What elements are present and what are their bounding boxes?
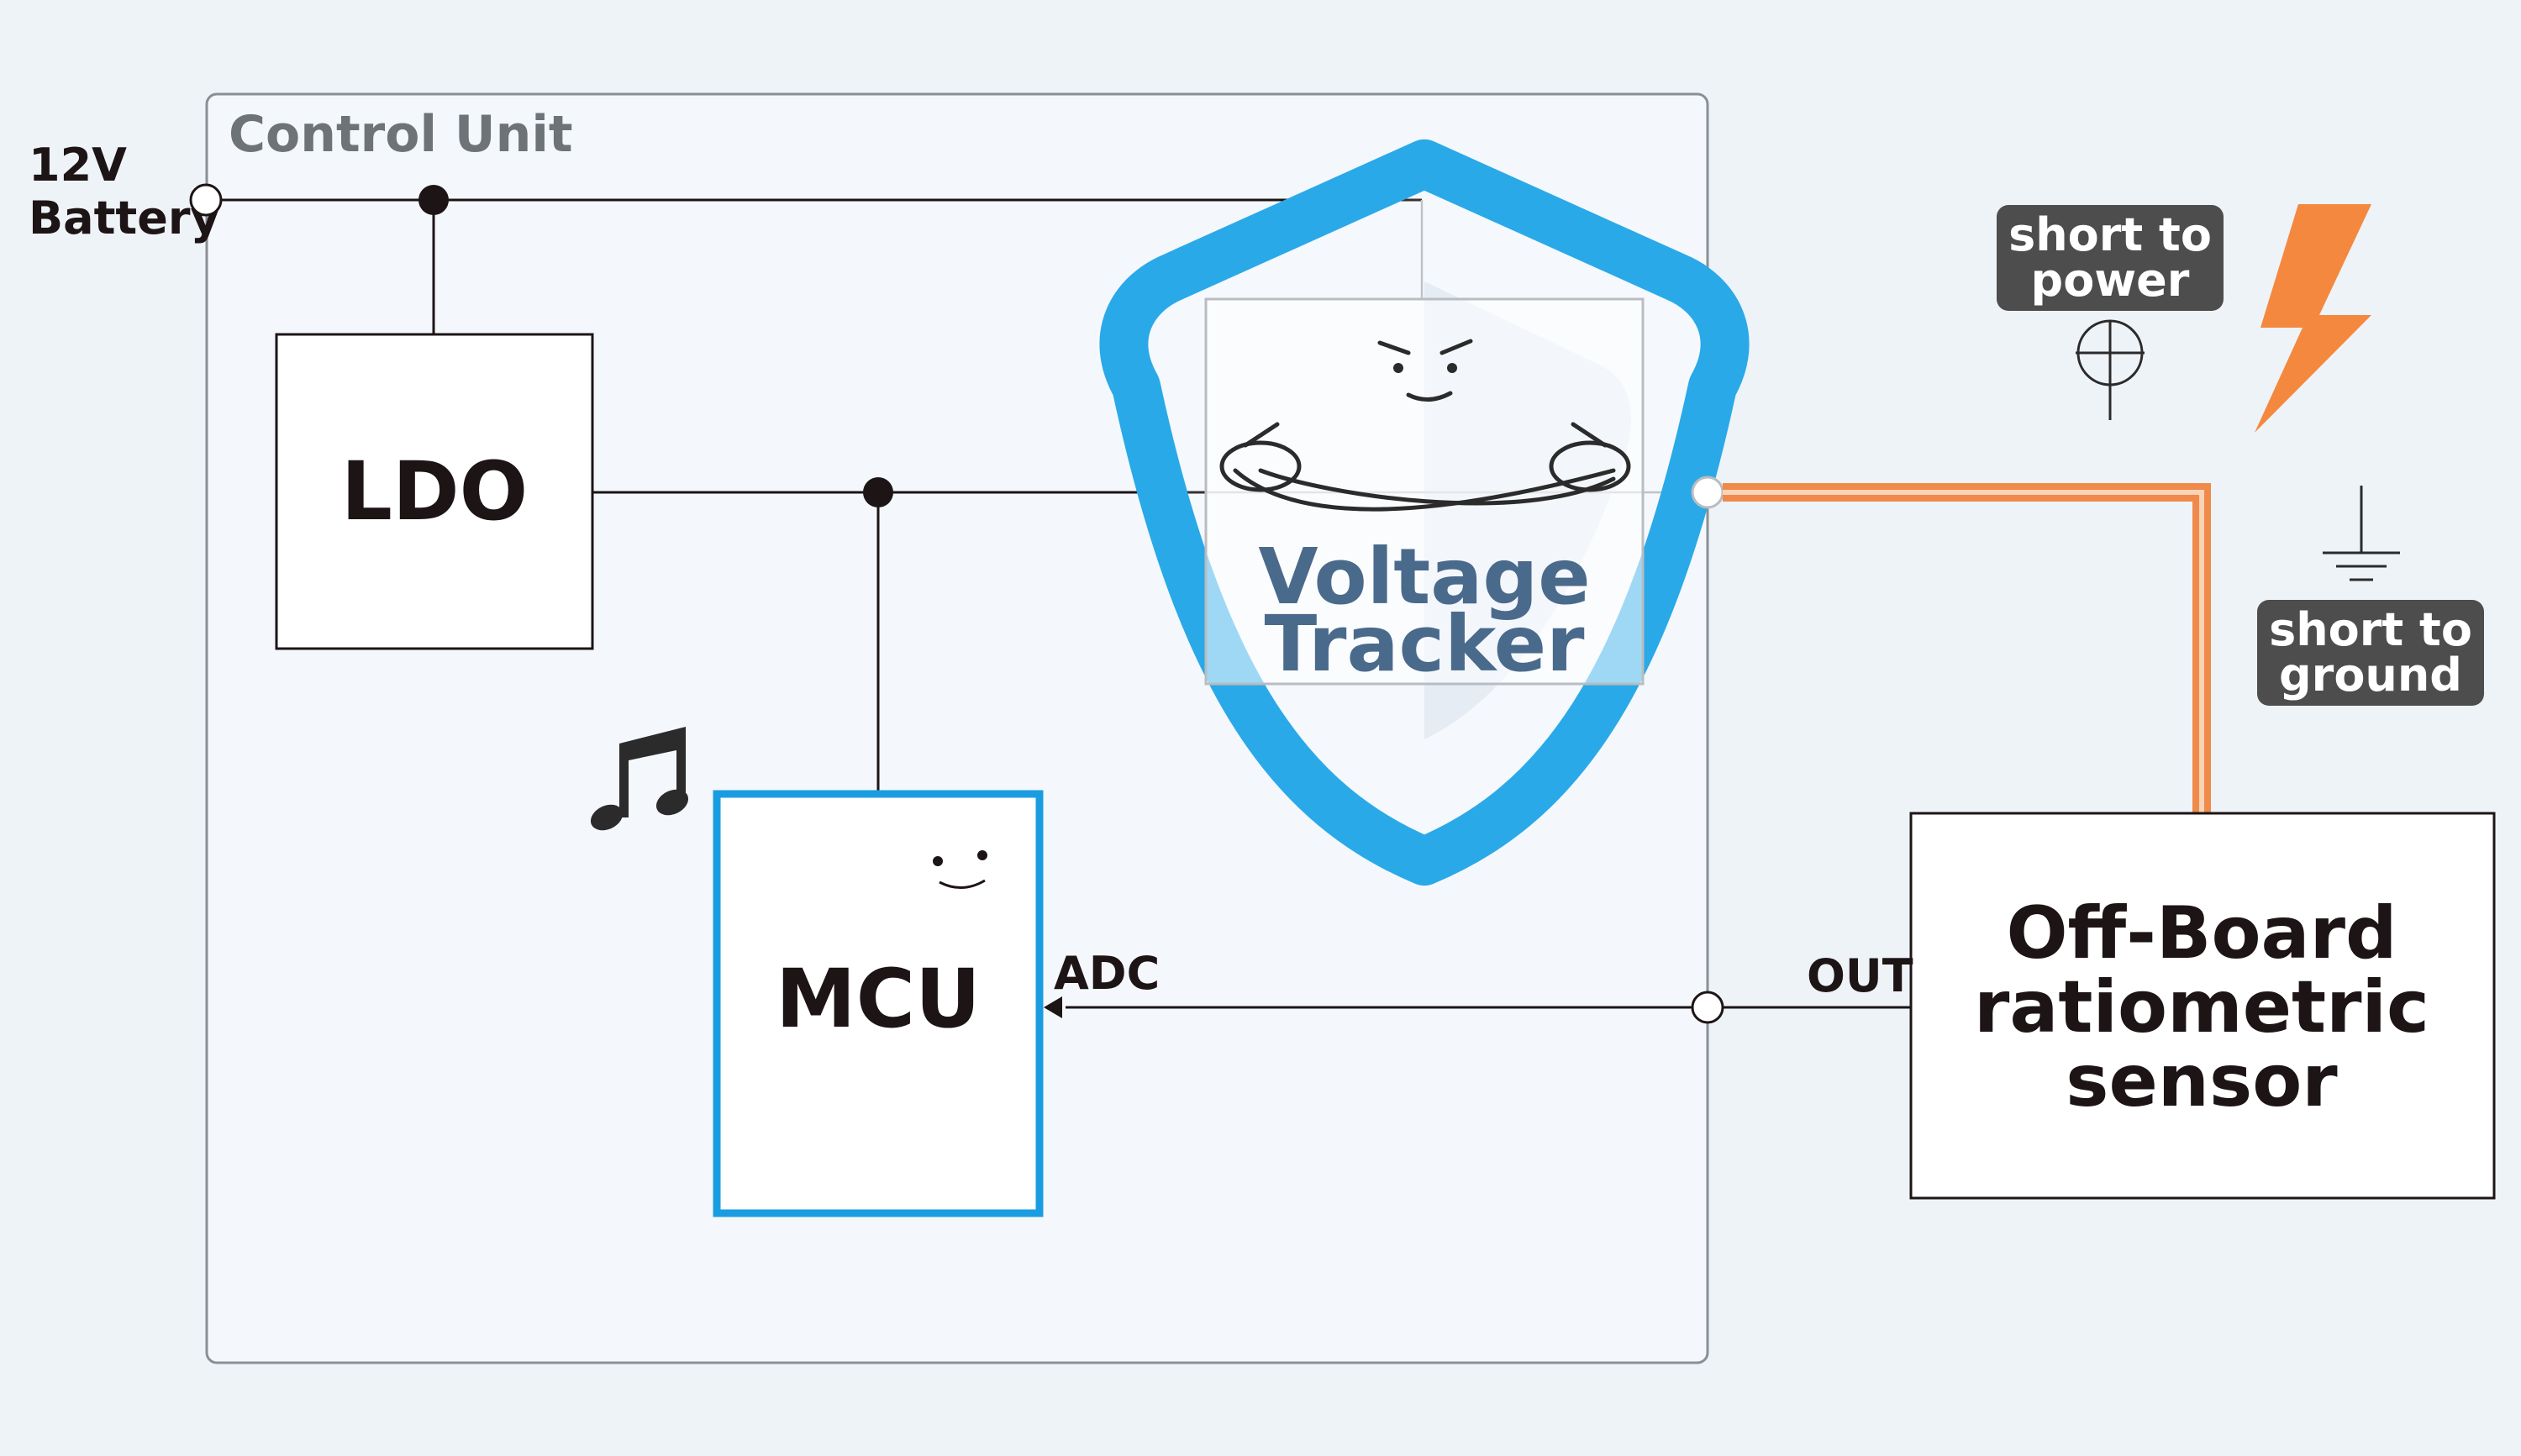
ldo-output-junction [863, 477, 893, 507]
fault-wire [1723, 483, 2211, 813]
ldo-label: LDO [341, 444, 528, 539]
sensor-block [1909, 812, 2496, 1200]
adc-label: ADC [1054, 947, 1160, 1000]
ldo-block [275, 333, 594, 650]
out-label: OUT [1807, 949, 1913, 1002]
short-to-ground-line2: ground [2279, 649, 2462, 702]
voltage-tracker-line1: Voltage [1258, 532, 1590, 622]
voltage-tracker-line2: Tracker [1264, 599, 1585, 689]
ground-symbol-icon [2323, 486, 2400, 581]
short-to-power-line1: short to [2008, 208, 2212, 261]
sensor-label-line2: ratiometric [1974, 965, 2429, 1049]
battery-terminal [189, 183, 223, 217]
mcu-label: MCU [776, 952, 981, 1046]
lightning-icon [2255, 204, 2371, 433]
music-note-icon [590, 727, 689, 831]
short-to-ground-line1: short to [2269, 603, 2472, 656]
short-to-power-line2: power [2031, 254, 2190, 307]
battery-junction [418, 185, 449, 215]
mcu-face-icon [933, 850, 987, 889]
battery-label-line2: Battery [29, 192, 220, 244]
adc-arrow-icon [1044, 996, 1062, 1018]
sensor-label-line1: Off-Board [2006, 891, 2397, 975]
battery-label-line1: 12V [29, 139, 127, 192]
power-symbol-icon [2076, 319, 2145, 420]
sensor-label-line3: sensor [2066, 1039, 2338, 1123]
short-to-ground-badge [2257, 600, 2484, 706]
tracker-mascot-icon [1219, 339, 1631, 512]
out-terminal [1691, 991, 1724, 1024]
control-unit-title: Control Unit [229, 105, 573, 164]
short-to-power-badge [1997, 205, 2224, 311]
voltage-tracker-box [1204, 297, 1645, 686]
mcu-block [713, 790, 1044, 1217]
sensor-supply-terminal [1691, 476, 1724, 509]
